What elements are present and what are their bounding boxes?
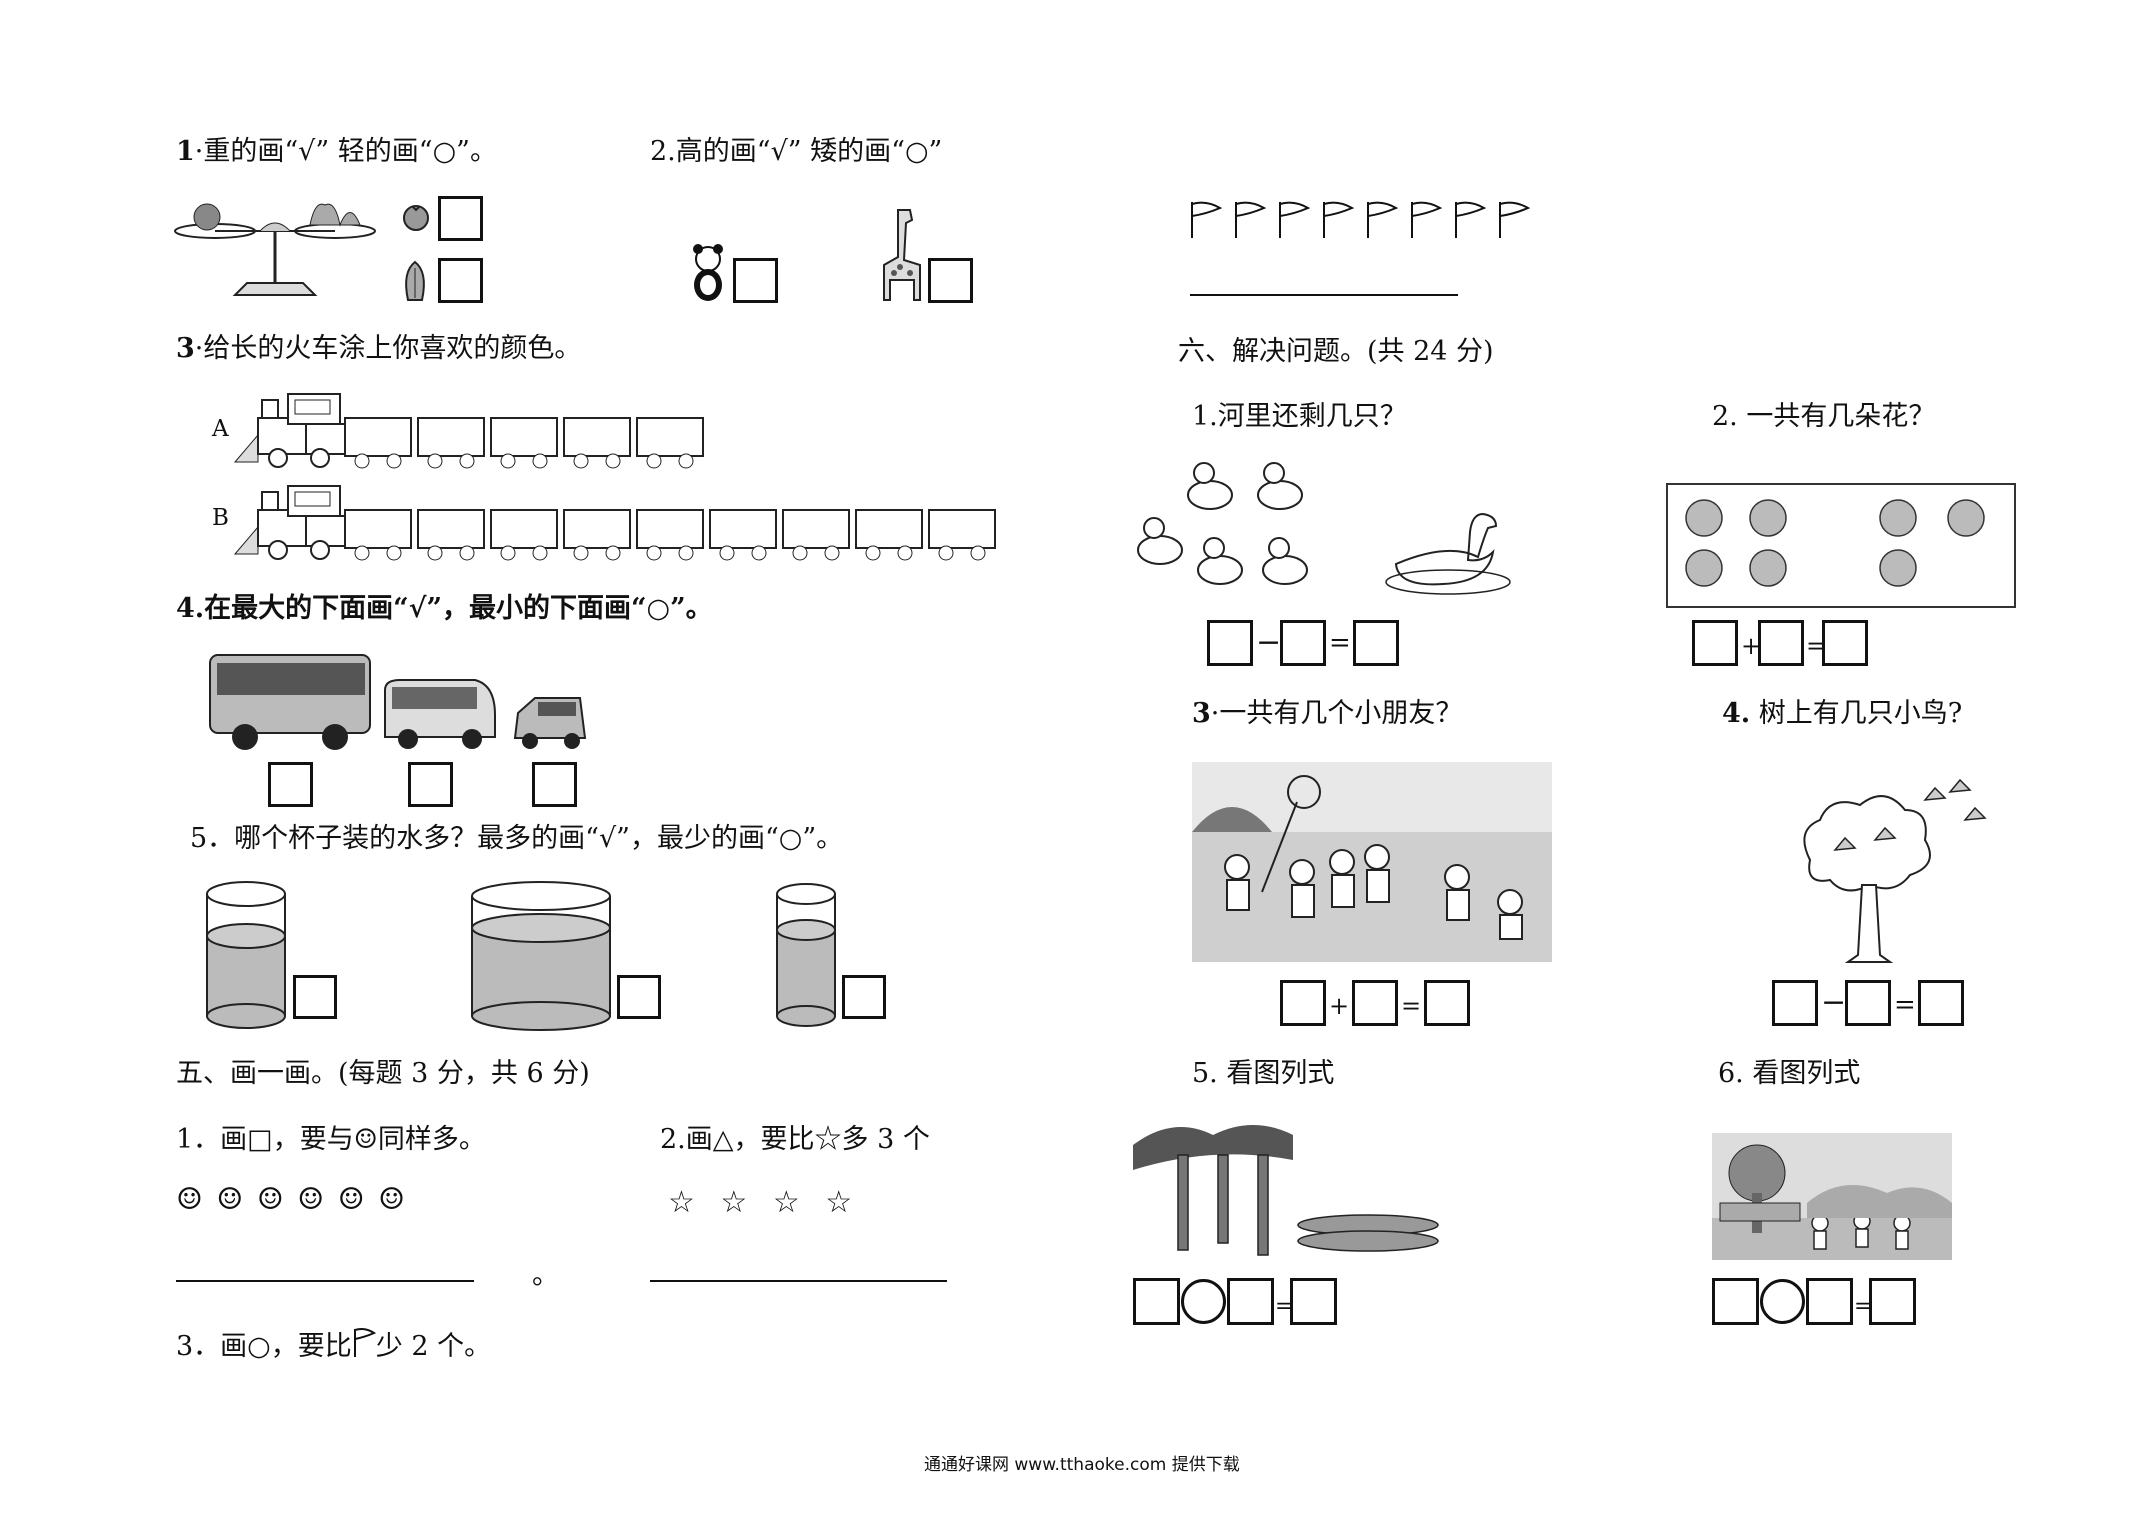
q1-title: 1·重的画“√” 轻的画“○”。 <box>176 136 497 167</box>
footer-credit: 通通好课网 www.tthaoke.com 提供下载 <box>924 1455 1240 1475</box>
train-a-label: A <box>212 416 229 442</box>
cabbage-icon <box>405 260 425 301</box>
panda-icon <box>693 244 723 301</box>
p1-box-3[interactable] <box>1353 620 1399 666</box>
van-image <box>513 697 587 749</box>
flag-icon <box>353 1328 376 1357</box>
p2-box-1[interactable] <box>1692 620 1738 666</box>
large-bus-image <box>209 654 371 750</box>
p1-title: 1.河里还剩几只？ <box>1192 401 1407 432</box>
q5-answer-box-2[interactable] <box>617 975 661 1019</box>
q1-answer-box-1[interactable] <box>438 196 483 241</box>
giraffe-icon <box>883 209 921 301</box>
tree-birds-image <box>1803 778 1987 963</box>
p5-box-3[interactable] <box>1290 1278 1337 1325</box>
p3-box-2[interactable] <box>1352 980 1398 1026</box>
train-b-image <box>233 485 996 561</box>
smiley-row: ☺ ☺ ☺ ☺ ☺ ☺ <box>176 1182 408 1217</box>
p2-box-2[interactable] <box>1758 620 1804 666</box>
p1-box-1[interactable] <box>1207 620 1253 666</box>
draw-2-answer-line[interactable] <box>650 1280 947 1282</box>
p3-equals: = <box>1401 992 1422 1020</box>
p3-operator: + <box>1329 992 1350 1020</box>
flag-row <box>1190 200 1540 244</box>
p6-box-1[interactable] <box>1712 1278 1759 1325</box>
p4-box-1[interactable] <box>1772 980 1818 1026</box>
q1-number: 1 <box>176 136 195 167</box>
p3-box-1[interactable] <box>1280 980 1326 1026</box>
minibus-image <box>384 679 496 749</box>
q2-answer-box-2[interactable] <box>928 258 973 303</box>
p4-operator: − <box>1821 985 1847 1020</box>
q4-answer-box-3[interactable] <box>532 762 577 807</box>
p4-equals: = <box>1894 990 1916 1020</box>
draw-1-answer-line[interactable] <box>176 1280 474 1282</box>
draw-3-answer-line[interactable] <box>1190 294 1458 296</box>
p5-title: 5. 看图列式 <box>1192 1058 1335 1089</box>
q3-number: 3 <box>176 333 195 364</box>
tomato-icon <box>403 205 429 231</box>
q4-answer-box-1[interactable] <box>268 762 313 807</box>
park-children-image <box>1712 1133 1952 1260</box>
q2-answer-box-1[interactable] <box>733 258 778 303</box>
ducklings-image <box>1137 462 1308 585</box>
q1-answer-box-2[interactable] <box>438 258 483 303</box>
p6-circle-operator[interactable] <box>1759 1278 1806 1325</box>
p5-equals: = <box>1275 1294 1294 1319</box>
q5-answer-box-1[interactable] <box>293 975 337 1019</box>
section-6-title: 六、解决问题。(共 24 分) <box>1178 336 1494 367</box>
cup-3-image <box>776 883 836 1027</box>
star-row: ☆ ☆ ☆ ☆ <box>668 1185 861 1220</box>
p5-box-1[interactable] <box>1133 1278 1180 1325</box>
p6-title: 6. 看图列式 <box>1718 1058 1861 1089</box>
q4-answer-box-2[interactable] <box>408 762 453 807</box>
balance-scale-image <box>174 203 376 296</box>
q2-title: 2.高的画“√” 矮的画“○” <box>650 136 943 167</box>
draw-1-text: 1．画□，要与☺同样多。 <box>176 1124 486 1155</box>
draw-3-text: 3．画○，要比少 2 个。 <box>176 1327 491 1360</box>
cup-2-image <box>471 881 611 1031</box>
period-mark: 。 <box>532 1260 559 1291</box>
p3-box-3[interactable] <box>1424 980 1470 1026</box>
q4-title: 4.在最大的下面画“√”，最小的下面画“○”。 <box>176 593 713 624</box>
p2-equals: = <box>1806 632 1827 660</box>
p4-box-3[interactable] <box>1918 980 1964 1026</box>
loofah-vine-image <box>1133 1125 1439 1256</box>
train-a-image <box>233 393 704 469</box>
p3-number: 3 <box>1192 698 1211 729</box>
q5-title: 5．哪个杯子装的水多？最多的画“√”，最少的画“○”。 <box>190 823 844 854</box>
p2-operator: + <box>1741 632 1762 660</box>
p6-box-2[interactable] <box>1806 1278 1853 1325</box>
p5-circle-operator[interactable] <box>1180 1278 1227 1325</box>
p1-equals: = <box>1329 628 1351 658</box>
p6-box-3[interactable] <box>1869 1278 1916 1325</box>
p4-number: 4. <box>1722 698 1751 729</box>
swimming-duck-image <box>1385 512 1511 595</box>
p2-box-3[interactable] <box>1822 620 1868 666</box>
cup-1-image <box>206 881 286 1029</box>
p5-box-2[interactable] <box>1227 1278 1274 1325</box>
train-b-label: B <box>212 505 229 531</box>
q3-title: 3·给长的火车涂上你喜欢的颜色。 <box>176 333 582 364</box>
p1-operator: − <box>1256 625 1282 660</box>
p2-title: 2. 一共有几朵花？ <box>1712 401 1936 432</box>
children-playing-image <box>1192 762 1552 962</box>
section-5-title: 五、画一画。(每题 3 分，共 6 分) <box>176 1058 590 1089</box>
flowers-image <box>1666 483 2016 608</box>
p1-box-2[interactable] <box>1280 620 1326 666</box>
p3-title: 3·一共有几个小朋友？ <box>1192 698 1463 729</box>
q5-answer-box-3[interactable] <box>842 975 886 1019</box>
p4-title: 4. 树上有几只小鸟? <box>1722 698 1963 729</box>
p6-equals: = <box>1854 1294 1873 1319</box>
draw-2-text: 2.画△，要比☆多 3 个 <box>660 1124 930 1155</box>
p4-box-2[interactable] <box>1845 980 1891 1026</box>
